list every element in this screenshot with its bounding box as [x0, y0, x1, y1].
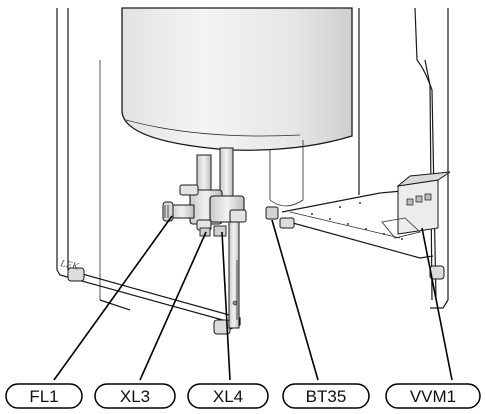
fl1-safety-valve [162, 201, 195, 222]
supply-pipes [196, 147, 240, 329]
leader-vvm1 [421, 227, 453, 381]
water-heater-tank [121, 7, 353, 207]
label-xl4: XL4 [213, 387, 243, 406]
vvm1-control-box [279, 171, 451, 280]
label-vvm1: VVM1 [410, 387, 456, 406]
leader-fl1 [53, 215, 173, 381]
lek-stamp: LEK [58, 258, 81, 273]
left-cabinet-panel [56, 8, 241, 331]
label-xl3: XL3 [120, 387, 150, 406]
callout-vvm1: VVM1 [385, 383, 481, 409]
callout-xl4: XL4 [187, 383, 269, 409]
leader-lines [53, 215, 453, 381]
leader-xl3 [139, 231, 207, 381]
label-bt35: BT35 [306, 387, 347, 406]
leader-bt35 [271, 219, 319, 381]
callout-xl3: XL3 [94, 383, 176, 409]
right-cabinet-panel [358, 7, 449, 309]
bt35-sensor [265, 206, 279, 220]
label-fl1: FL1 [29, 387, 58, 406]
callout-bt35: BT35 [282, 383, 370, 409]
leader-xl4 [221, 231, 231, 381]
callout-fl1: FL1 [5, 383, 83, 409]
left-feet [67, 267, 231, 335]
xl4-connection [213, 225, 227, 237]
